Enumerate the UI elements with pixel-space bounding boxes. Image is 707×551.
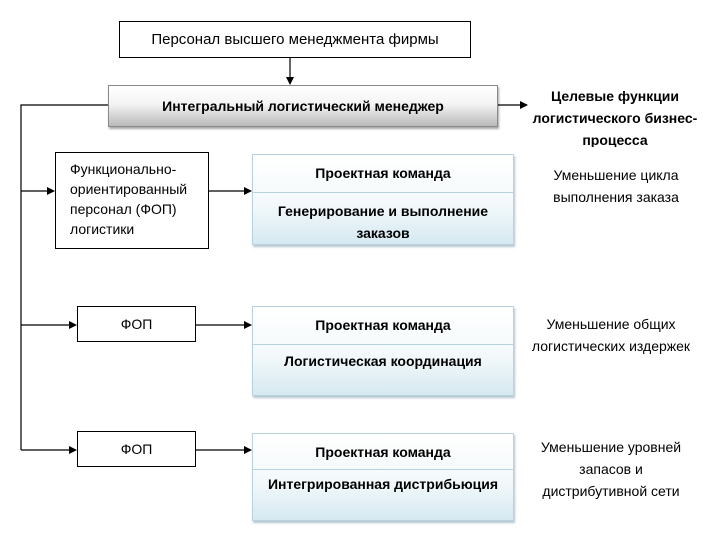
fop-label-3: ФОП bbox=[120, 441, 153, 457]
target-text-3: Уменьшение уровней запасов и дистрибутив… bbox=[540, 439, 682, 499]
top-management-label: Персонал высшего менеджмента фирмы bbox=[151, 31, 439, 48]
team-title-3: Проектная команда bbox=[315, 444, 451, 460]
fop-box-1: Функционально-ориентированный персонал (… bbox=[55, 152, 209, 249]
target-text-2: Уменьшение общих логистических издержек bbox=[531, 316, 691, 354]
left-bus-line bbox=[20, 104, 108, 450]
integral-manager-box: Интегральный логистический менеджер bbox=[108, 85, 498, 127]
project-team-box-2: Проектная команда Логистическая координа… bbox=[252, 306, 514, 396]
fop-box-2: ФОП bbox=[77, 306, 196, 342]
top-management-box: Персонал высшего менеджмента фирмы bbox=[119, 21, 471, 58]
target-text-1: Уменьшение цикла выполнения заказа bbox=[553, 167, 679, 205]
team-task-2: Логистическая координация bbox=[284, 353, 482, 369]
team-title-1: Проектная команда bbox=[315, 165, 451, 181]
target-functions-header: Целевые функции логистического бизнес-пр… bbox=[532, 88, 698, 147]
integral-manager-label: Интегральный логистический менеджер bbox=[162, 98, 444, 114]
team-title-2: Проектная команда bbox=[315, 317, 451, 333]
team-divider-1 bbox=[253, 192, 513, 193]
fop-label-1: Функционально-ориентированный персонал (… bbox=[70, 161, 188, 237]
team-task-1: Генерирование и выполнение заказов bbox=[277, 203, 489, 241]
project-team-box-3: Проектная команда Интегрированная дистри… bbox=[252, 433, 514, 521]
team-task-3: Интегрированная дистрибьюция bbox=[267, 476, 499, 492]
fop-box-3: ФОП bbox=[77, 431, 196, 467]
team-divider-3 bbox=[253, 469, 513, 470]
project-team-box-1: Проектная команда Генерирование и выполн… bbox=[252, 154, 514, 245]
team-divider-2 bbox=[253, 344, 513, 345]
fop-label-2: ФОП bbox=[120, 316, 153, 332]
